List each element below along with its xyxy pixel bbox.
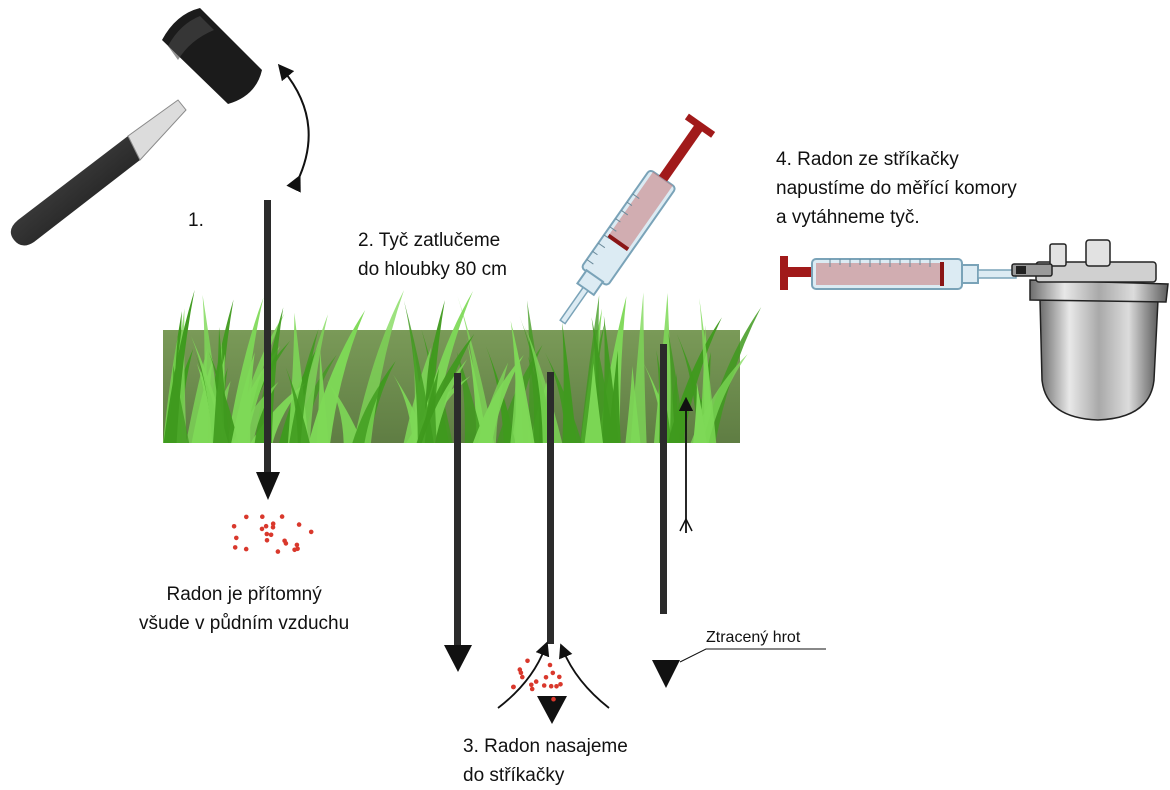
radon-dot xyxy=(268,532,274,538)
radon-dot xyxy=(533,679,539,684)
radon-dot xyxy=(543,675,549,680)
radon-dot xyxy=(260,514,265,519)
grass-blade xyxy=(403,300,434,443)
rod-step2 xyxy=(444,373,472,672)
step4-label: 4. Radon ze stříkačky napustíme do měříc… xyxy=(776,145,1017,232)
grass-blade xyxy=(163,336,178,443)
radon-dot xyxy=(551,696,556,702)
radon-dot xyxy=(517,667,523,672)
grass-blade xyxy=(227,297,264,443)
grass-blade xyxy=(353,290,405,443)
step4-line1: 4. Radon ze stříkačky xyxy=(776,149,959,170)
grass-blade xyxy=(327,380,363,443)
radon-present-label: Radon je přítomný všude v půdním vzduchu xyxy=(139,580,349,638)
grass-blade xyxy=(630,292,647,443)
lost-tip-label: Ztracený hrot xyxy=(706,629,801,646)
radon-present-line1: Radon je přítomný xyxy=(166,584,322,605)
radon-dot xyxy=(270,525,276,530)
radon-dot xyxy=(244,514,249,520)
measuring-chamber-icon xyxy=(1011,239,1169,421)
radon-dot xyxy=(541,683,547,688)
step2-line2: do hloubky 80 cm xyxy=(358,259,507,280)
rod-step3 xyxy=(497,372,610,724)
radon-dot xyxy=(292,547,297,553)
radon-dot xyxy=(550,670,556,676)
grass-blade xyxy=(668,332,686,443)
radon-present-line2: všude v půdním vzduchu xyxy=(139,613,350,634)
radon-dot xyxy=(283,541,289,546)
step3-line2: do stříkačky xyxy=(463,765,565,786)
grass-blade xyxy=(545,352,582,443)
grass-blade xyxy=(285,367,310,443)
syringe-icon xyxy=(559,113,716,325)
radon-dot xyxy=(232,545,238,550)
radon-dot xyxy=(558,682,563,687)
grass-blade xyxy=(456,351,484,443)
radon-dot xyxy=(231,524,237,529)
grass-blade xyxy=(699,298,717,443)
radon-dot xyxy=(511,684,516,690)
step2-label: 2. Tyč zatlučeme do hloubky 80 cm xyxy=(358,226,507,284)
radon-dot xyxy=(259,526,265,532)
grass-blade xyxy=(472,354,524,443)
radon-dot xyxy=(243,546,249,552)
radon-dot xyxy=(264,538,270,543)
grass-blade xyxy=(352,373,389,443)
radon-dots-icon xyxy=(231,514,314,554)
radon-dot xyxy=(270,521,276,526)
rod-step1 xyxy=(256,200,280,500)
grass-blade xyxy=(457,296,495,443)
radon-dot xyxy=(557,674,562,680)
radon-dot xyxy=(308,529,314,535)
radon-dot xyxy=(234,535,239,541)
radon-dot xyxy=(547,662,553,668)
radon-dots-icon xyxy=(511,658,563,702)
rod-step4 xyxy=(652,344,826,688)
ground xyxy=(163,290,762,443)
radon-dot xyxy=(275,549,281,554)
grass-blade xyxy=(231,352,255,443)
grass-blade xyxy=(316,349,329,443)
step1-label: 1. xyxy=(188,210,204,231)
radon-dot xyxy=(520,674,525,680)
grass-blade xyxy=(584,363,604,443)
radon-dot xyxy=(263,523,269,529)
swing-arrow-icon xyxy=(277,63,310,193)
radon-dot xyxy=(264,531,270,537)
step4-line2: napustíme do měřící komory xyxy=(776,178,1017,199)
radon-dot xyxy=(529,682,534,688)
radon-dot xyxy=(279,514,285,519)
grass-blade xyxy=(667,317,722,443)
syringe-icon xyxy=(780,256,1017,290)
radon-dot xyxy=(296,522,302,527)
grass-blade xyxy=(424,341,437,443)
step3-line1: 3. Radon nasajeme xyxy=(463,736,628,757)
grass-blade xyxy=(213,326,230,443)
grass-blade xyxy=(163,290,195,443)
radon-dot xyxy=(554,684,559,689)
radon-dot xyxy=(294,542,300,548)
radon-dot xyxy=(529,686,535,692)
mallet-icon xyxy=(10,8,262,246)
radon-dot xyxy=(548,683,554,689)
grass-blade xyxy=(693,382,707,443)
radon-dot xyxy=(525,658,530,664)
step2-line1: 2. Tyč zatlučeme xyxy=(358,230,501,251)
grass-blade xyxy=(607,350,621,443)
grass-blade xyxy=(510,320,535,443)
grass-blade xyxy=(167,365,190,443)
step3-label: 3. Radon nasajeme do stříkačky xyxy=(463,732,628,790)
step4-line3: a vytáhneme tyč. xyxy=(776,207,920,228)
